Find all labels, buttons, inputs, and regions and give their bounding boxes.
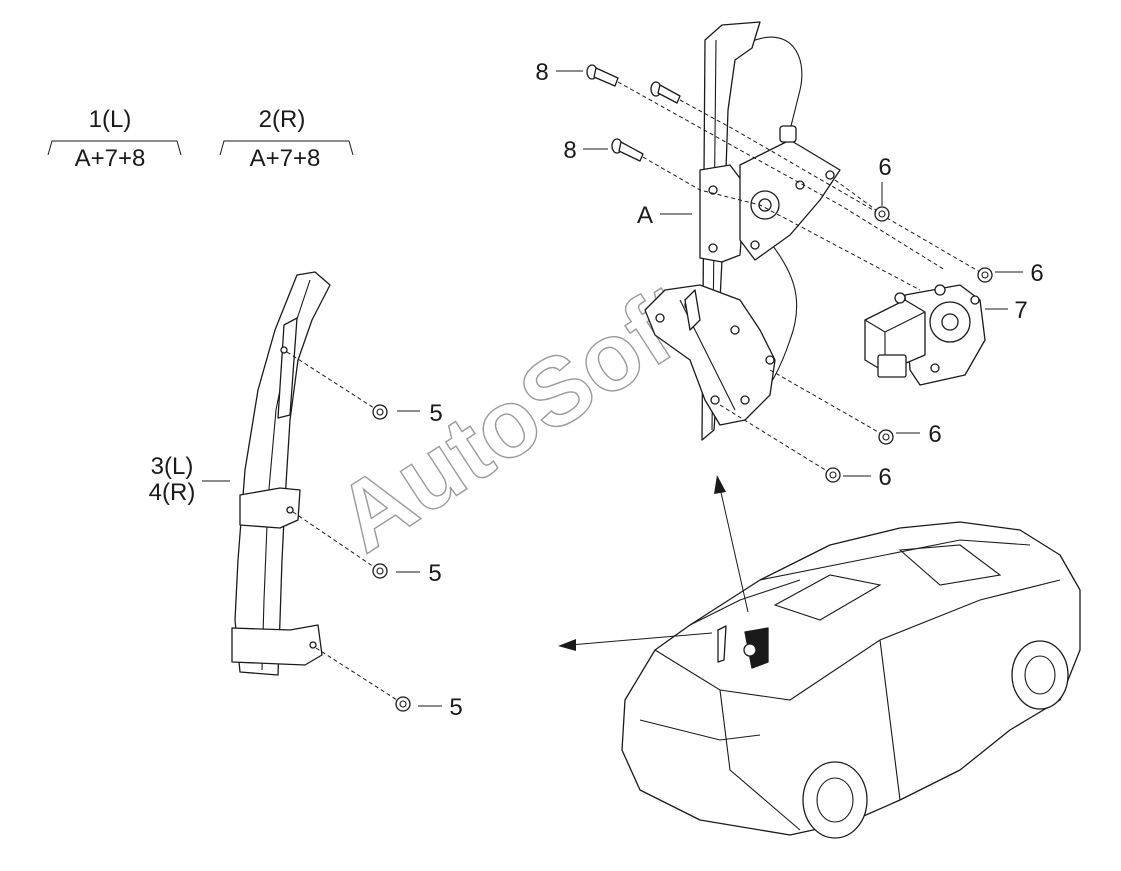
channel-body bbox=[234, 271, 331, 676]
screw-6-right bbox=[977, 267, 993, 283]
vehicle-front-wheel bbox=[1011, 640, 1069, 710]
kit-left-bracket bbox=[47, 140, 182, 156]
kit-right-title: 2(R) bbox=[259, 106, 306, 133]
vehicle-rear-wheel bbox=[802, 761, 868, 839]
pin-top bbox=[586, 64, 619, 87]
pin-extra-guide bbox=[679, 99, 981, 273]
arrow-to-channel bbox=[558, 632, 713, 651]
kit-left-title: 1(L) bbox=[89, 106, 132, 133]
regulator-drum-housing bbox=[739, 139, 841, 261]
pin-extra bbox=[650, 81, 681, 104]
callout-7: 7 bbox=[1014, 297, 1027, 324]
pin-mid-guide bbox=[642, 156, 921, 291]
callout-channel-r: 4(R) bbox=[149, 479, 196, 506]
callout-6-right: 6 bbox=[1030, 260, 1043, 287]
channel-bottom-clip bbox=[231, 624, 323, 666]
regulator-lower-bracket bbox=[644, 284, 776, 426]
kit-right-bracket bbox=[219, 140, 354, 156]
callout-5-mid: 5 bbox=[428, 560, 441, 587]
channel-mid-clip bbox=[239, 487, 301, 529]
bolt-5-bottom bbox=[395, 696, 411, 712]
arrow-to-regulator bbox=[714, 475, 749, 613]
screw-6-top bbox=[874, 206, 890, 222]
callout-6-lower2: 6 bbox=[878, 464, 891, 491]
callout-8-mid: 8 bbox=[563, 137, 576, 164]
pin-top-guide bbox=[617, 81, 946, 271]
regulator-motor bbox=[864, 284, 986, 386]
regulator-upper-slider bbox=[699, 164, 746, 263]
screw-6-lower2 bbox=[825, 467, 841, 483]
screw-6-lower1 bbox=[878, 429, 894, 445]
kit-right-contents: A+7+8 bbox=[250, 145, 321, 172]
callout-5-bottom: 5 bbox=[449, 694, 462, 721]
callout-a: A bbox=[637, 202, 653, 229]
callout-6-lower1: 6 bbox=[928, 421, 941, 448]
bolt-5-top bbox=[372, 404, 388, 420]
callout-channel-l: 3(L) bbox=[151, 453, 194, 480]
vehicle-body bbox=[621, 521, 1081, 836]
kit-left: 1(L) A+7+8 bbox=[47, 106, 182, 172]
kit-left-contents: A+7+8 bbox=[75, 145, 146, 172]
vehicle-locator bbox=[621, 521, 1081, 839]
pin-mid bbox=[611, 138, 644, 162]
window-regulator bbox=[644, 21, 841, 441]
callout-8-top: 8 bbox=[535, 59, 548, 86]
bolt-5-mid bbox=[372, 563, 388, 579]
callout-5-top: 5 bbox=[429, 400, 442, 427]
kit-right: 2(R) A+7+8 bbox=[219, 106, 354, 172]
glass-run-channel bbox=[231, 271, 331, 676]
callout-6-top: 6 bbox=[878, 154, 891, 181]
